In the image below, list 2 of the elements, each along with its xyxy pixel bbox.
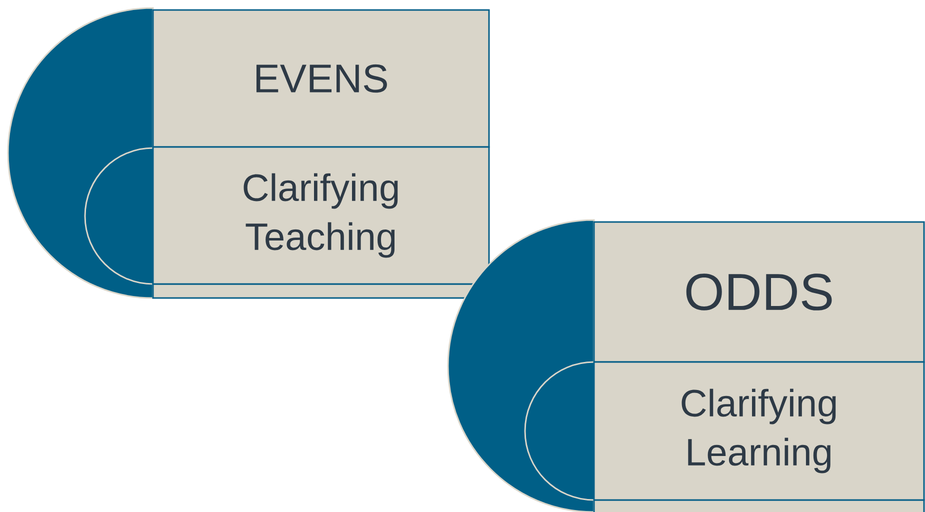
text-box: ODDS bbox=[593, 221, 925, 363]
text-box: EVENS bbox=[152, 9, 490, 148]
